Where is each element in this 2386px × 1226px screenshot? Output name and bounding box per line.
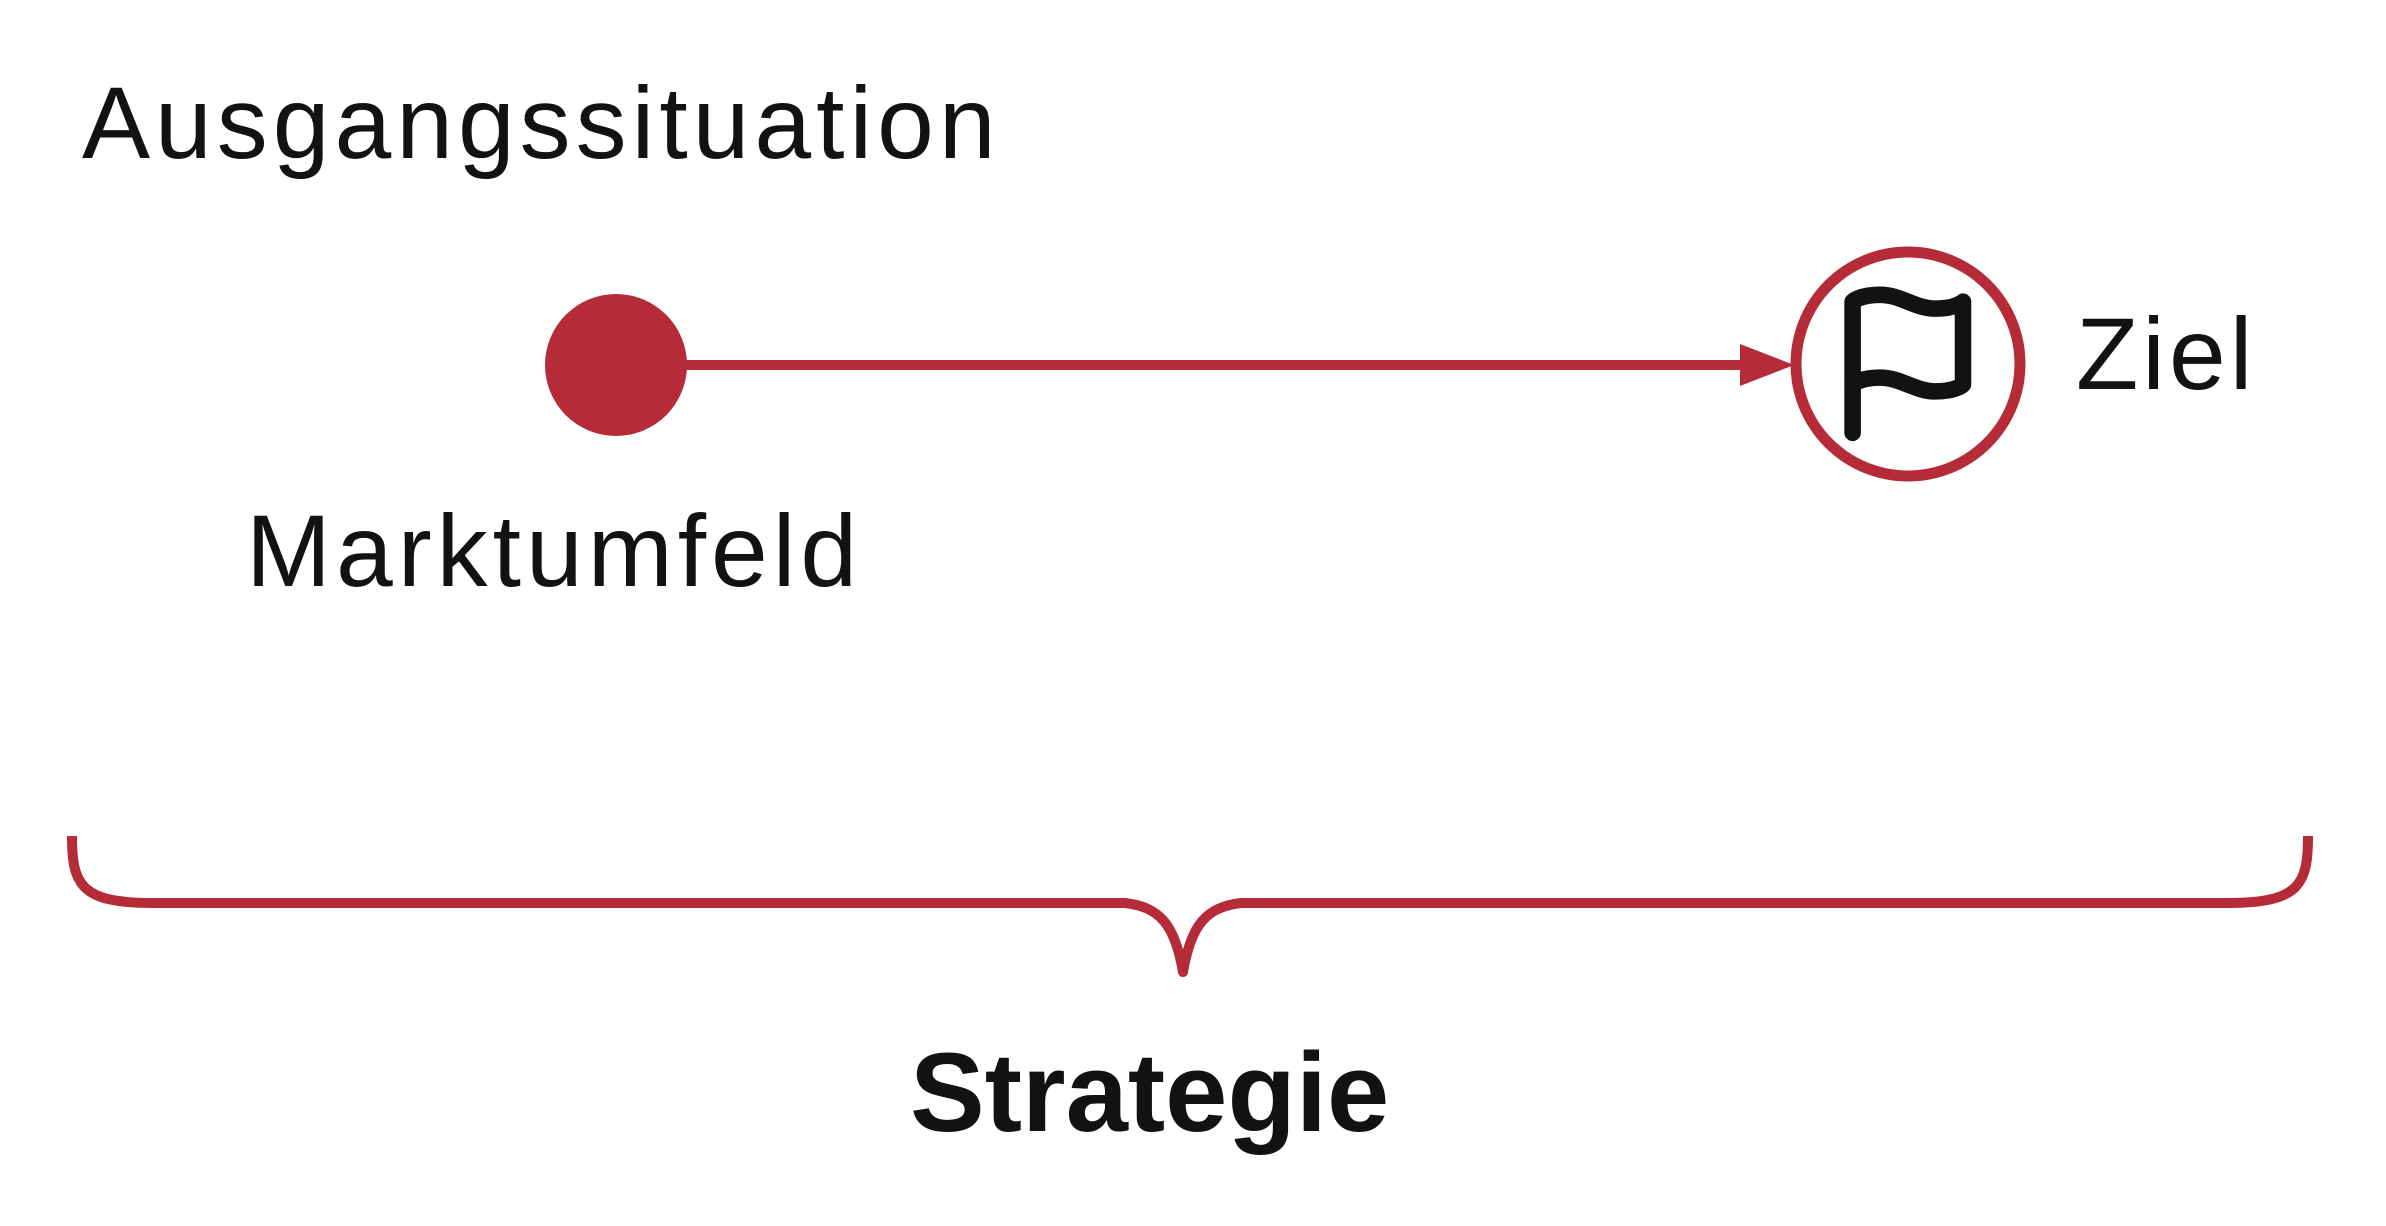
start-node-label: Marktumfeld bbox=[246, 494, 863, 608]
flag-icon bbox=[1844, 286, 1972, 442]
goal-circle bbox=[1790, 246, 2026, 482]
diagram-title: Ausgangssituation bbox=[82, 66, 1001, 180]
brace-label: Strategie bbox=[910, 1030, 1390, 1155]
brace bbox=[67, 835, 2313, 977]
goal-node-label: Ziel bbox=[2076, 297, 2257, 411]
arrowhead bbox=[1740, 344, 1794, 386]
